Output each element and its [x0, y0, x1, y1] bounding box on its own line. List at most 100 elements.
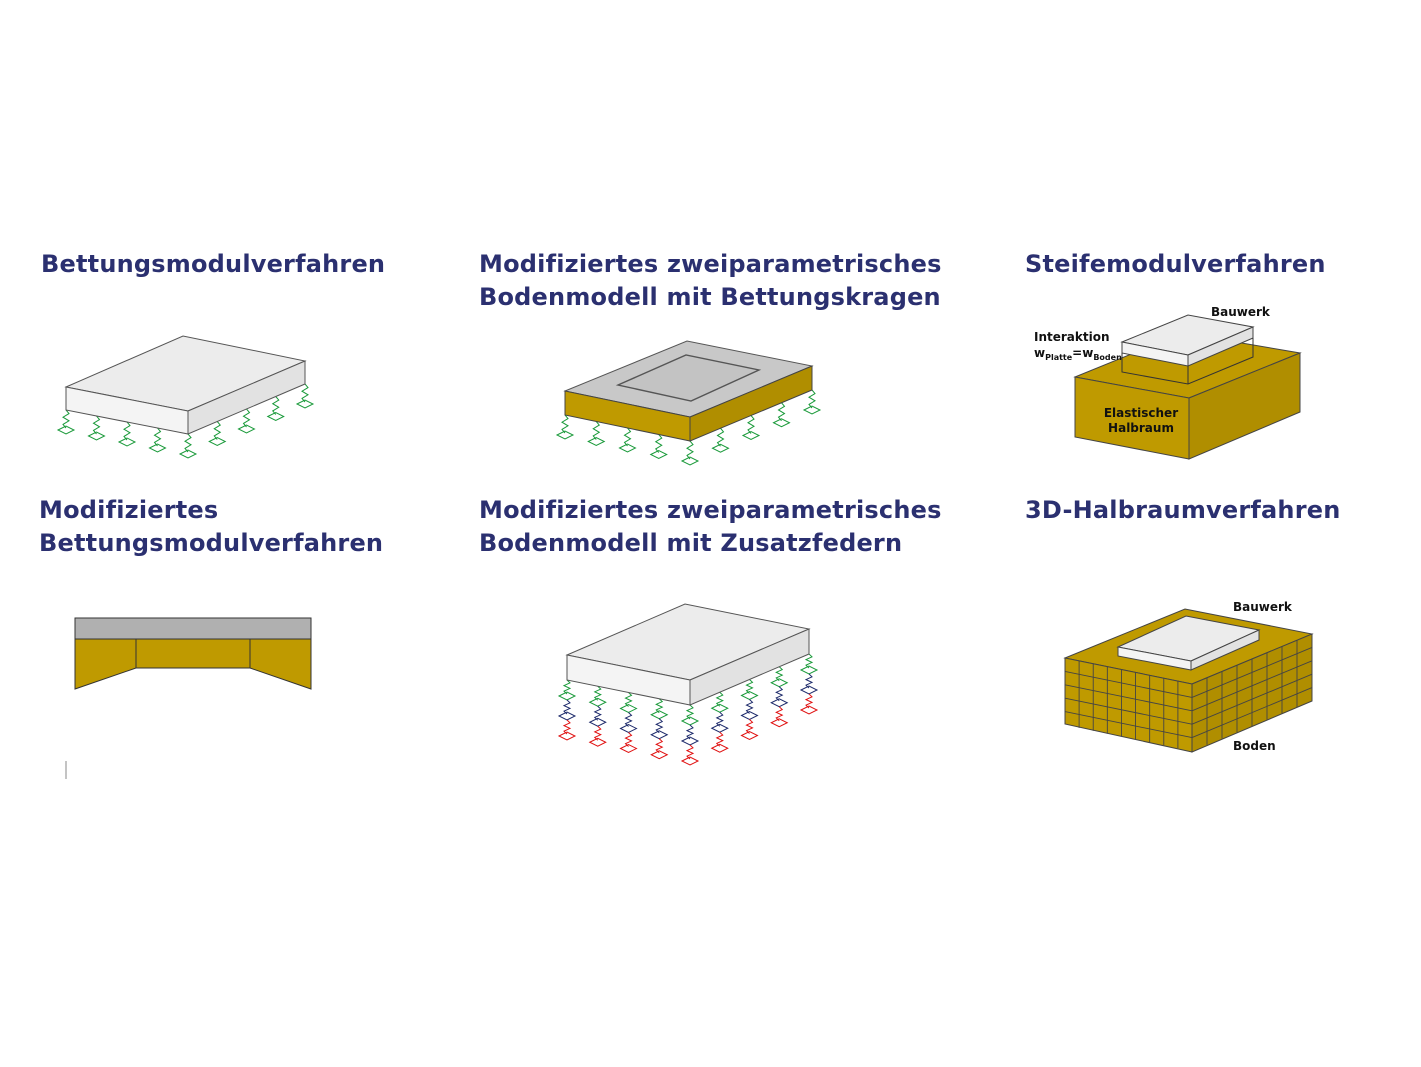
panel-title-3d-halbraum: 3D-Halbraumverfahren — [1025, 494, 1341, 527]
panel-title-steifemodulverfahren: Steifemodulverfahren — [1025, 248, 1326, 281]
panel-title-zusatzfedern: Modifiziertes zweiparametrisches Bodenmo… — [479, 494, 942, 560]
spring — [184, 433, 192, 453]
spring-support — [799, 705, 819, 715]
mesh-line — [1191, 673, 1313, 725]
spring-support — [740, 730, 759, 741]
label-bauwerk: Bauwerk — [1211, 305, 1271, 319]
spring — [593, 705, 602, 721]
spring — [301, 383, 309, 403]
spring — [804, 673, 814, 689]
soil-center — [135, 638, 251, 669]
spring-support — [799, 685, 819, 695]
label-interaktion: Interaktion — [1034, 330, 1110, 344]
spring — [593, 725, 602, 741]
spring — [271, 396, 280, 415]
title-line: Modifiziertes zweiparametrisches — [479, 250, 942, 278]
spring-support — [619, 743, 638, 754]
title-line: Modifiziertes zweiparametrisches — [479, 496, 942, 524]
building-side — [1190, 629, 1260, 671]
spring-row-front — [555, 389, 822, 466]
spring-support — [741, 430, 761, 441]
spring — [808, 389, 816, 409]
spring-support — [56, 425, 76, 435]
spring-support — [237, 424, 256, 434]
spring — [777, 402, 786, 422]
spring-support — [740, 690, 759, 701]
spring — [624, 712, 633, 727]
spring — [242, 408, 251, 428]
mesh-line — [1191, 660, 1313, 712]
spring — [715, 691, 724, 707]
spring — [562, 719, 572, 735]
slab-side — [187, 360, 306, 435]
spring-support — [650, 710, 669, 720]
spring — [745, 699, 754, 714]
spring-support — [649, 449, 668, 460]
spring — [623, 427, 632, 447]
spring-support — [680, 736, 700, 746]
spring-support — [772, 418, 791, 428]
spring-support — [148, 443, 167, 453]
title-line: Bettungsmodulverfahren — [39, 529, 384, 557]
figure-mod-bettungsmodul — [65, 617, 312, 779]
spring — [745, 679, 754, 694]
spring-row-front — [56, 383, 315, 459]
label-boden: Boden — [1233, 739, 1276, 753]
spring-support — [619, 703, 638, 714]
spring-support — [710, 723, 729, 733]
spring-support — [770, 718, 789, 728]
soil-mesh-lines — [1064, 640, 1313, 749]
spring-support — [618, 443, 637, 453]
title-line: 3D-Halbraumverfahren — [1025, 496, 1341, 524]
spring-support — [266, 411, 285, 422]
label-interaction-formula: wPlatte=wBoden — [1034, 346, 1122, 362]
spring — [655, 698, 664, 714]
label-halbraum: Halbraum — [1108, 421, 1174, 435]
figure-steifemodul: Bauwerk Interaktion wPlatte=wBoden Elast… — [1034, 305, 1302, 460]
spring-support — [587, 436, 606, 447]
title-line: Bettungsmodulverfahren — [41, 250, 386, 278]
label-elastischer: Elastischer — [1104, 406, 1178, 420]
spring — [123, 421, 131, 441]
spring-support — [680, 716, 700, 726]
spring — [775, 686, 784, 702]
title-line: Modifiziertes — [39, 496, 219, 524]
spring — [747, 415, 755, 434]
spring — [92, 415, 101, 435]
spring — [715, 731, 724, 747]
spring-support — [557, 711, 577, 721]
spring — [655, 738, 664, 754]
spring-support — [770, 698, 789, 708]
spring — [686, 440, 694, 460]
mesh-line — [1064, 697, 1193, 725]
spring-support — [650, 730, 669, 740]
spring — [715, 711, 724, 727]
spring-support — [588, 697, 607, 707]
spring-support — [680, 456, 700, 466]
spring — [624, 732, 633, 747]
figure-slab-on-springs — [56, 335, 315, 459]
spring-support — [770, 678, 789, 688]
mesh-line — [1064, 670, 1193, 698]
title-line: Bodenmodell mit Bettungskragen — [479, 283, 941, 311]
spring — [716, 427, 725, 447]
slab-section — [74, 617, 312, 640]
spring-support — [799, 665, 819, 675]
soil-right-wedge — [249, 638, 312, 690]
spring-support — [87, 431, 106, 441]
figure-3d-halbraum: Bauwerk Boden — [1063, 600, 1314, 753]
mesh-line — [1064, 711, 1193, 739]
title-line: Steifemodulverfahren — [1025, 250, 1326, 278]
label-bauwerk: Bauwerk — [1233, 600, 1293, 614]
collar-side — [689, 365, 813, 442]
spring — [562, 699, 572, 715]
spring — [153, 427, 162, 447]
spring-support — [588, 717, 607, 727]
spring-support — [802, 405, 822, 415]
spring-support — [555, 430, 575, 440]
spring — [804, 693, 814, 709]
mesh-line — [1191, 687, 1313, 739]
soil-block-side — [1188, 352, 1301, 460]
title-line: Bodenmodell mit Zusatzfedern — [479, 529, 903, 557]
mesh-line — [1064, 684, 1193, 712]
